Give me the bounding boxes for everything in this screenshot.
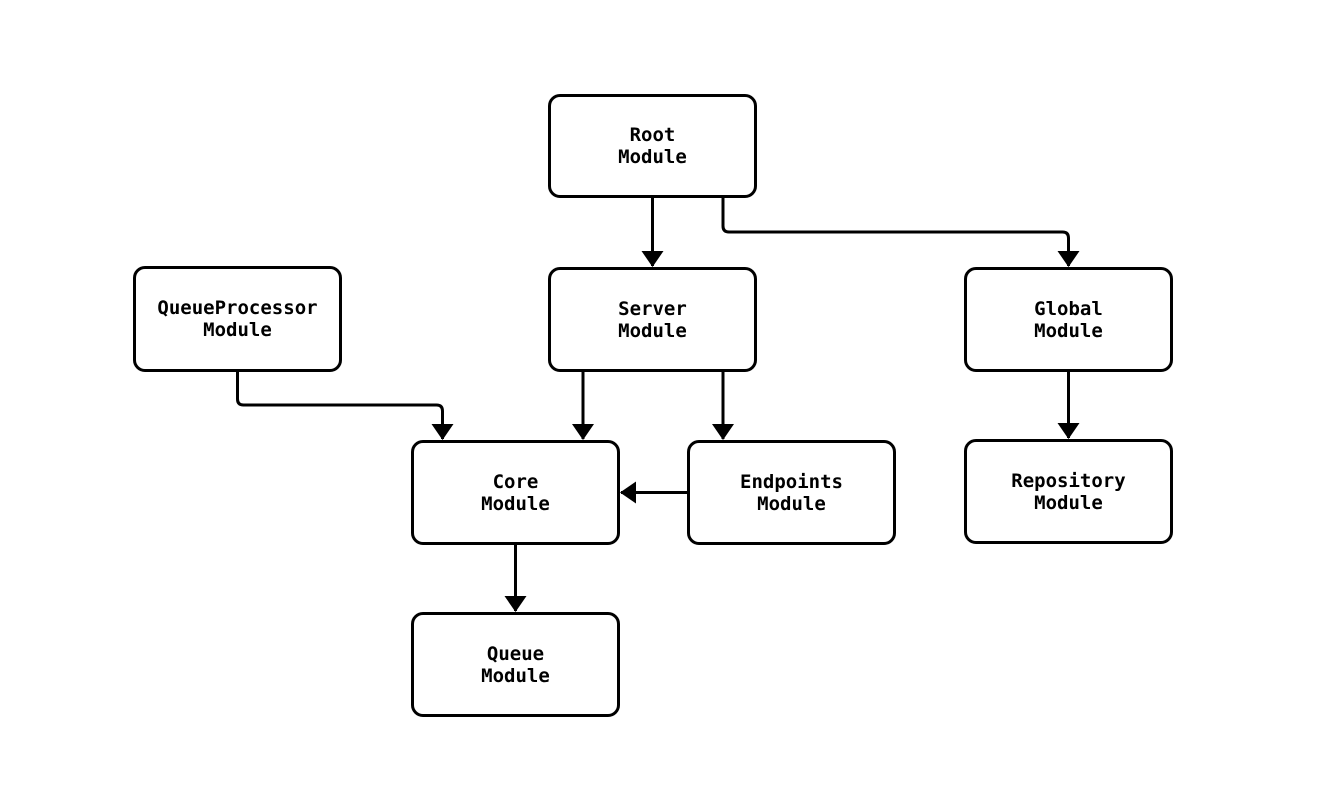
node-label: Server <box>618 297 687 320</box>
node-label: Module <box>1034 491 1103 514</box>
node-label: Module <box>757 492 826 515</box>
node-queueprocessor-module: QueueProcessor Module <box>133 266 342 372</box>
edge-queueprocessor-to-core <box>236 372 454 440</box>
node-label: Endpoints <box>740 470 843 493</box>
node-label: Module <box>618 319 687 342</box>
node-global-module: Global Module <box>964 267 1173 372</box>
node-label: Global <box>1034 297 1103 320</box>
node-label: Module <box>481 664 550 687</box>
node-core-module: Core Module <box>411 440 620 545</box>
node-queue-module: Queue Module <box>411 612 620 717</box>
node-label: Module <box>1034 319 1103 342</box>
node-label: QueueProcessor <box>157 297 318 319</box>
node-server-module: Server Module <box>548 267 757 372</box>
node-repository-module: Repository Module <box>964 439 1173 544</box>
edge-root-to-global <box>721 198 1080 267</box>
node-root-module: Root Module <box>548 94 757 198</box>
node-label: Root <box>629 124 676 146</box>
node-label: Core <box>492 470 539 493</box>
node-label: Queue <box>486 642 545 665</box>
node-label: Module <box>481 492 550 515</box>
node-endpoints-module: Endpoints Module <box>687 440 896 545</box>
node-label: Repository <box>1011 469 1126 492</box>
node-label: Module <box>203 319 272 341</box>
node-label: Module <box>618 146 687 168</box>
